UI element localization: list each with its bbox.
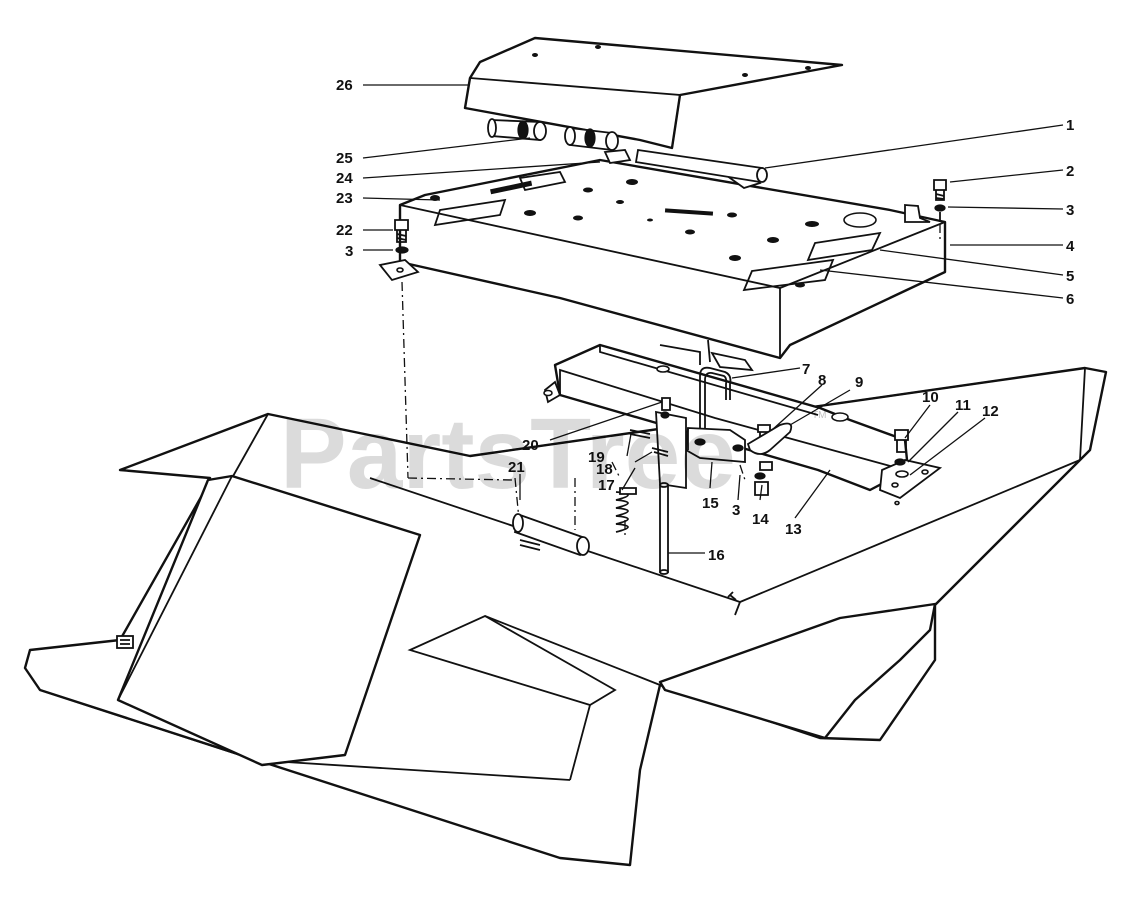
callout-12: 12 xyxy=(982,403,999,420)
callout-21: 21 xyxy=(508,459,525,476)
callout-5: 5 xyxy=(1066,268,1074,285)
callout-9: 9 xyxy=(855,374,863,391)
bolt-right xyxy=(933,179,947,222)
callout-15: 15 xyxy=(702,495,719,512)
callout-19: 19 xyxy=(588,449,605,466)
leader-lines xyxy=(362,84,1064,554)
callout-26: 26 xyxy=(336,77,353,94)
callout-13: 13 xyxy=(785,521,802,538)
callout-3-right: 3 xyxy=(1066,202,1074,219)
bolt-left xyxy=(394,219,409,254)
callout-23: 23 xyxy=(336,190,353,207)
callout-3-center: 3 xyxy=(732,502,740,519)
callout-20: 20 xyxy=(522,437,539,454)
callout-10: 10 xyxy=(922,389,939,406)
spacer-tube xyxy=(512,513,590,557)
callout-11: 11 xyxy=(955,397,971,414)
callout-22: 22 xyxy=(336,222,353,239)
watermark: PartsTree xyxy=(280,398,736,510)
callout-3-left: 3 xyxy=(345,243,353,260)
callout-14: 14 xyxy=(752,511,769,528)
watermark-tm: TM xyxy=(812,410,826,421)
callout-16: 16 xyxy=(708,547,725,564)
hinge-rod xyxy=(634,148,768,184)
callout-labels: 26 1 2 3 4 5 6 25 24 23 22 3 7 8 9 10 11… xyxy=(336,77,1075,564)
callout-2: 2 xyxy=(1066,163,1074,180)
callout-8: 8 xyxy=(818,372,826,389)
callout-25: 25 xyxy=(336,150,353,167)
seat-back-panel xyxy=(463,36,844,150)
u-bolt xyxy=(699,366,732,430)
seat-pan xyxy=(378,149,947,360)
callout-18: 18 xyxy=(596,461,613,478)
callout-1: 1 xyxy=(1066,117,1074,134)
rubber-bushings xyxy=(487,118,619,152)
callout-17: 17 xyxy=(598,477,615,494)
callout-7: 7 xyxy=(802,361,810,378)
mower-body xyxy=(23,366,1108,867)
callout-6: 6 xyxy=(1066,291,1074,308)
callout-24: 24 xyxy=(336,170,353,187)
callout-4: 4 xyxy=(1066,238,1075,255)
pin-and-spring xyxy=(615,429,669,575)
